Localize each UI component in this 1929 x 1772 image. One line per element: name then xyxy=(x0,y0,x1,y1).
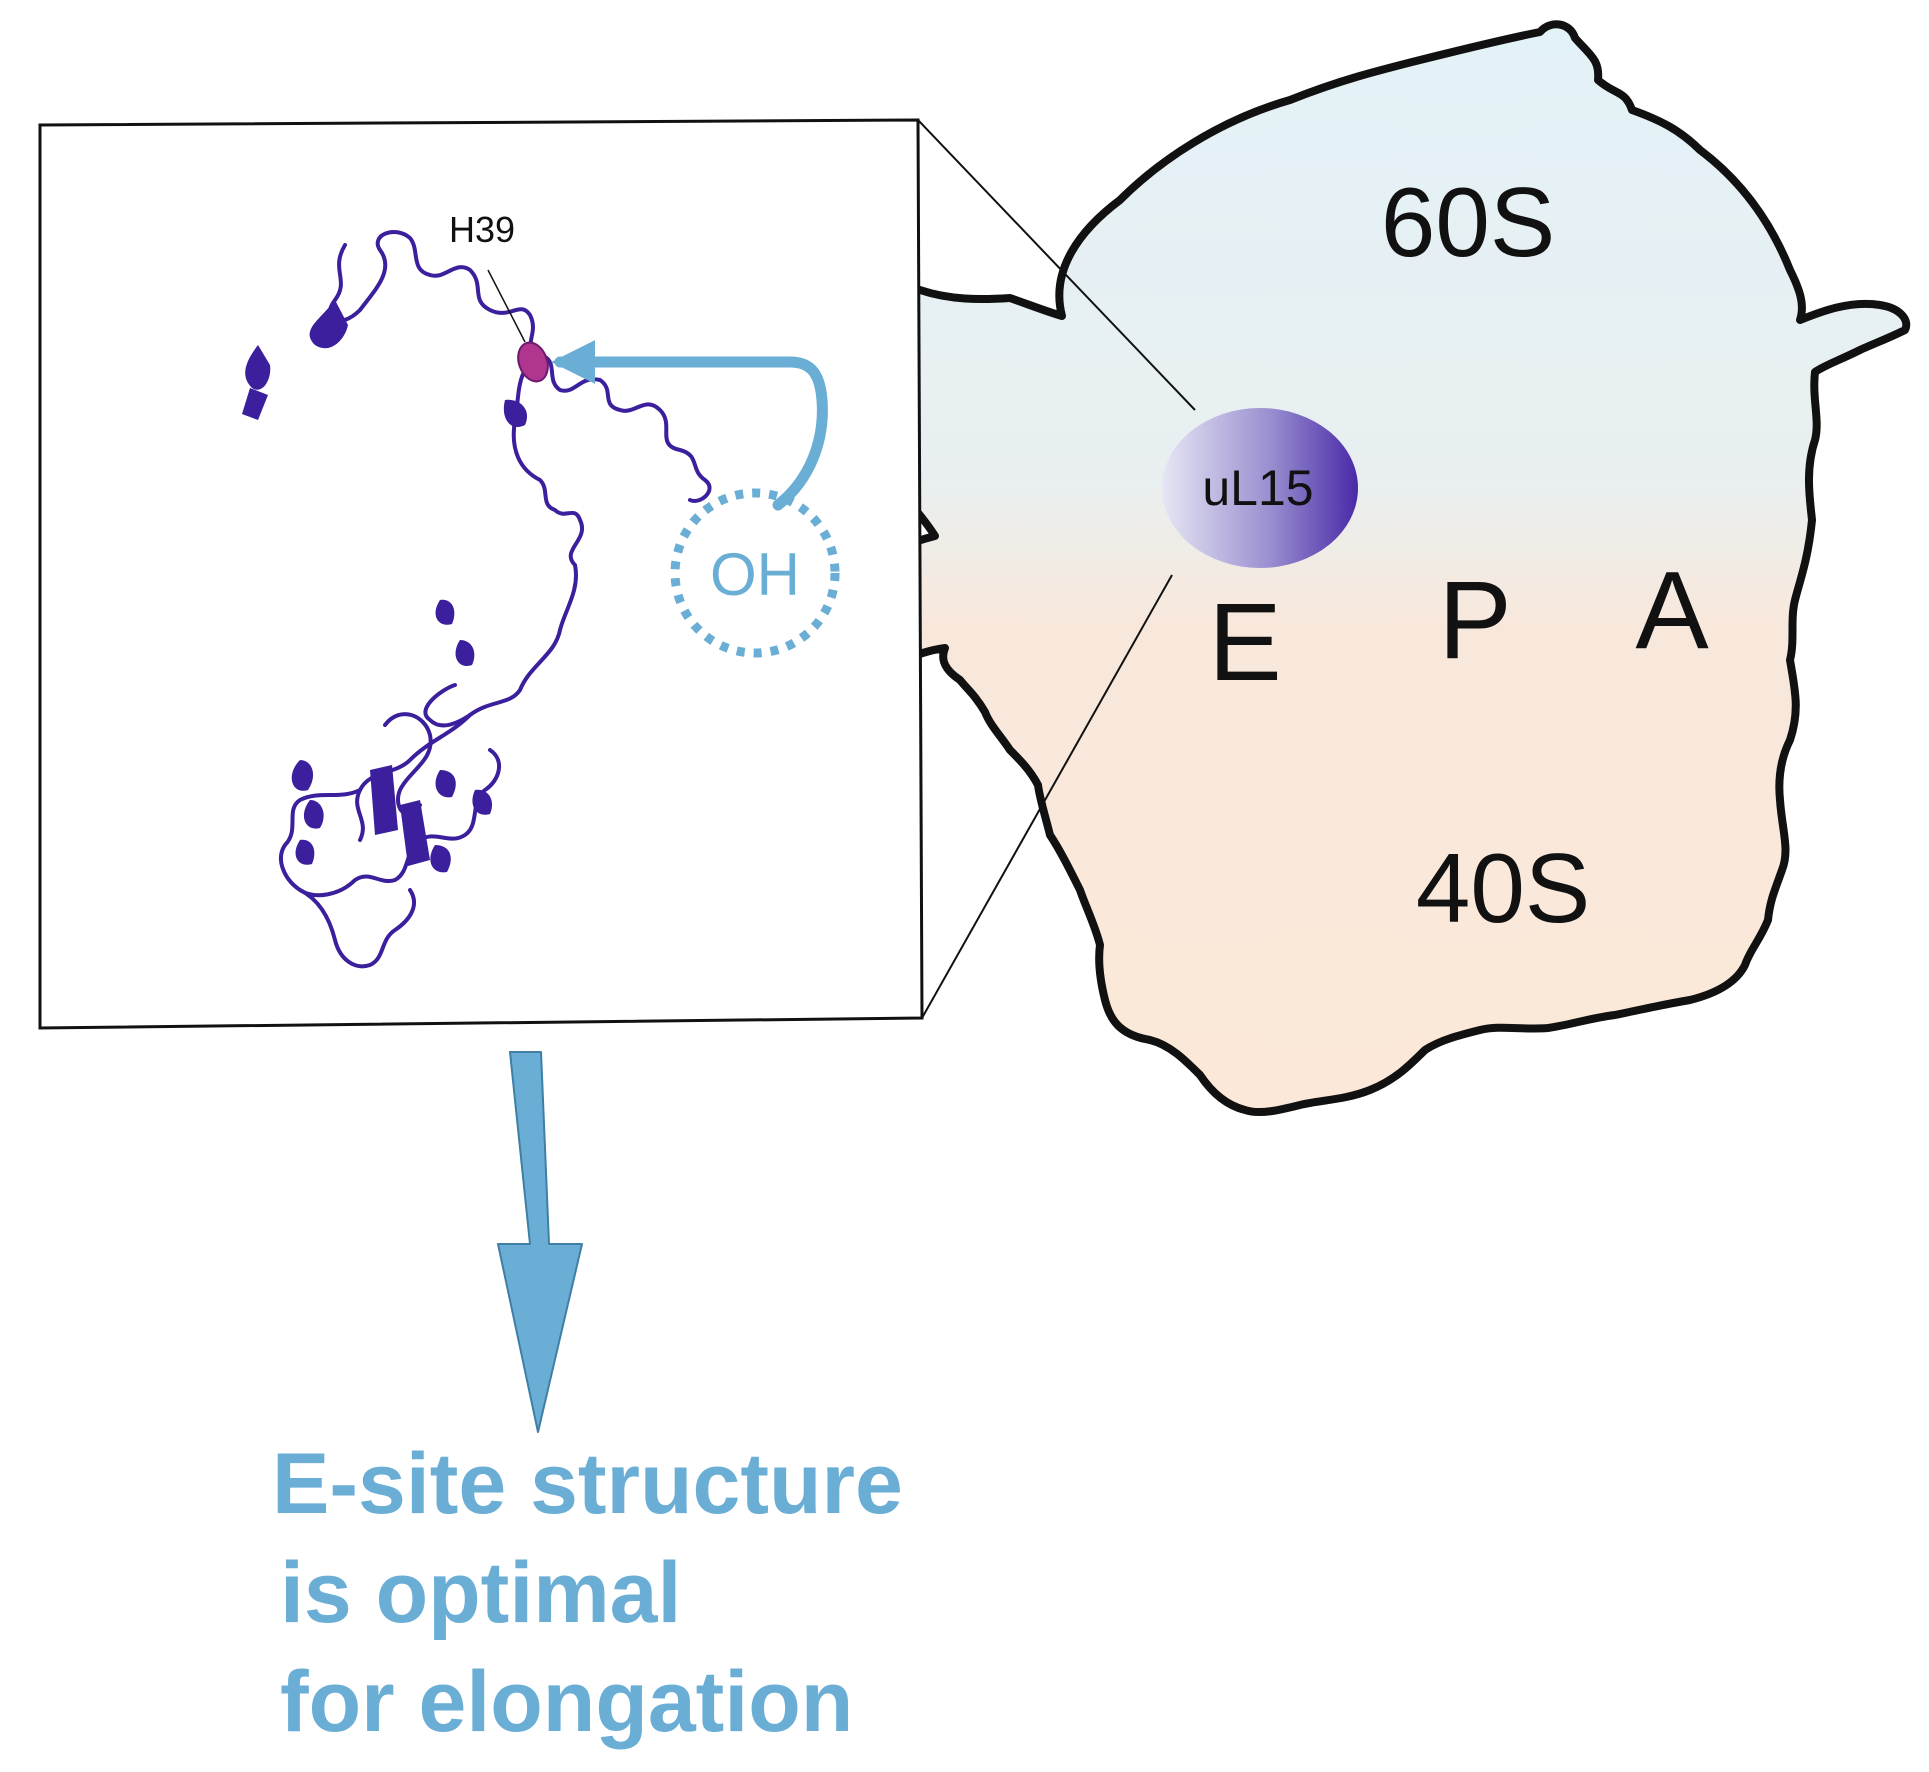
zoom-line-top xyxy=(917,119,1196,411)
h39-leader-line xyxy=(487,269,526,343)
inset-frame xyxy=(38,118,924,1030)
h39-label: H39 xyxy=(449,209,515,250)
caption-line-2: is optimal xyxy=(280,1545,681,1641)
zoom-line-bottom xyxy=(921,574,1173,1019)
hydroxylation-arrow xyxy=(551,340,828,511)
ul15-label: uL15 xyxy=(1202,460,1313,516)
result-arrow xyxy=(497,1051,583,1433)
large-subunit-label: 60S xyxy=(1381,167,1555,277)
protein-ribbon xyxy=(279,230,712,969)
a-site-label: A xyxy=(1635,549,1709,672)
protein-helices xyxy=(242,300,528,873)
caption-line-3: for elongation xyxy=(280,1654,853,1750)
oh-group-circle xyxy=(670,488,840,658)
small-subunit-label: 40S xyxy=(1416,833,1590,943)
h39-residue-marker xyxy=(517,341,549,383)
ul15-protein xyxy=(1162,408,1358,568)
p-site-label: P xyxy=(1438,559,1511,682)
e-site-label: E xyxy=(1208,581,1281,704)
oh-group-label: OH xyxy=(710,541,800,608)
caption-line-1: E-site structure xyxy=(272,1436,903,1532)
